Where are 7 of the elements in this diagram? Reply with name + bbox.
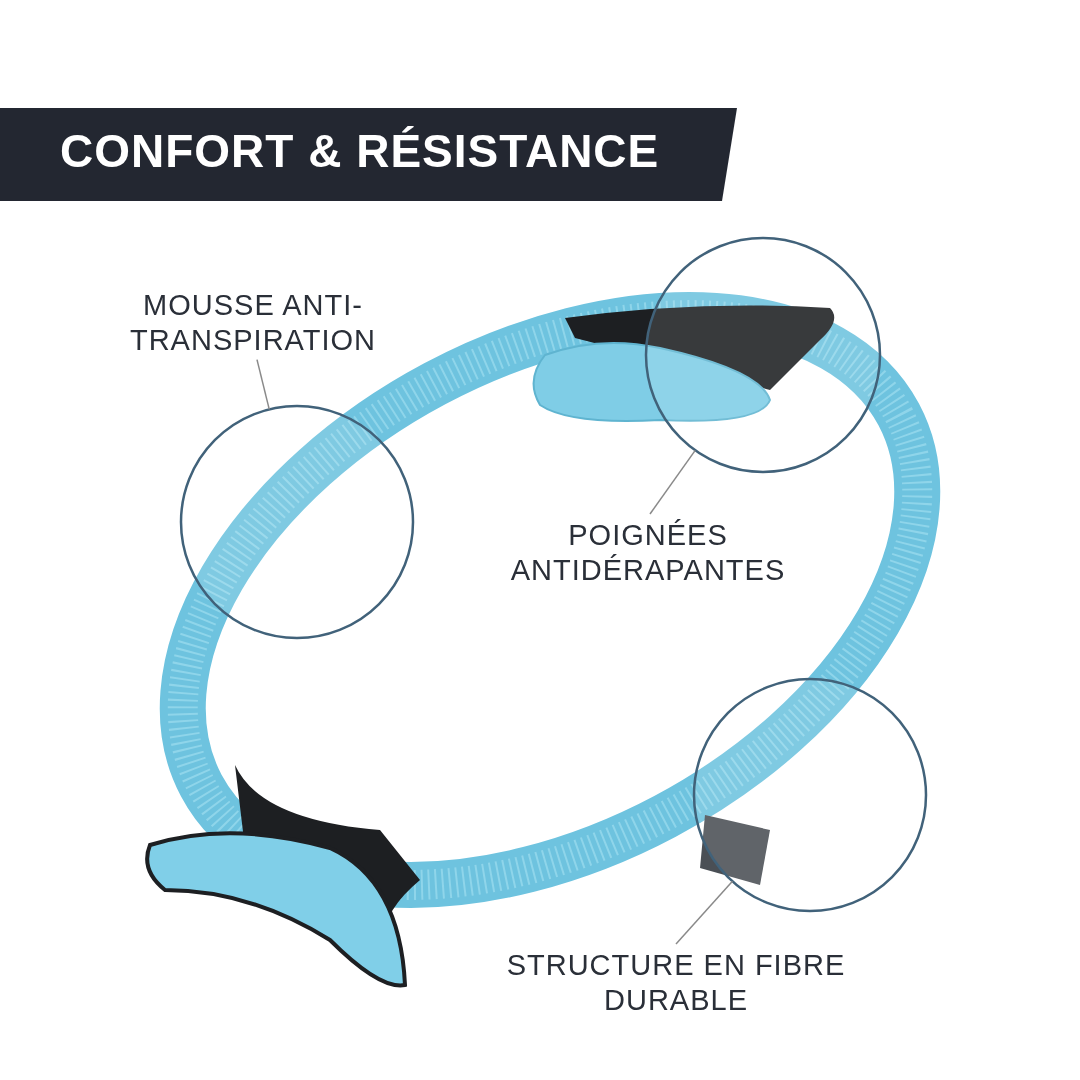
callout-label: STRUCTURE EN FIBRE DURABLE xyxy=(505,948,847,1018)
title: CONFORT & RÉSISTANCE xyxy=(60,124,660,178)
leader-line xyxy=(256,358,270,411)
leader-line xyxy=(675,880,734,945)
leader-line xyxy=(649,449,696,515)
callout-label: POIGNÉES ANTIDÉRAPANTES xyxy=(509,518,787,588)
callout-label: MOUSSE ANTI- TRANSPIRATION xyxy=(128,288,378,358)
